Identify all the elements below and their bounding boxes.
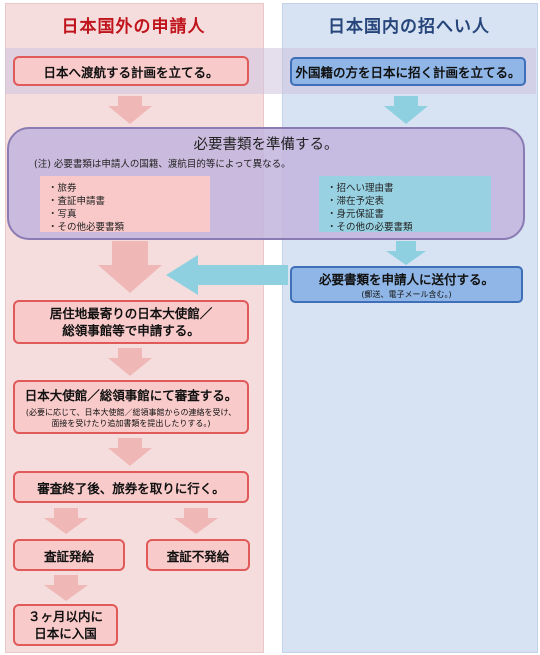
visa-denied-label: 査証不発給 [166, 548, 230, 564]
applicant-plan-box: 日本へ渡航する計画を立てる。 [13, 56, 249, 86]
inviter-plan-box: 外国籍の方を日本に招く計画を立てる。 [290, 57, 526, 86]
list-item: ・査証申請書 [48, 196, 106, 207]
send-documents-box: 必要書類を申請人に送付する。 (郵送、電子メール含む。) [290, 266, 523, 303]
review-box: 日本大使館／総領事館にて審査する。 (必要に応じて、日本大使館／総領事館からの連… [13, 380, 249, 434]
list-item: ・写真 [48, 209, 77, 220]
arrow-inviter-documents-down [386, 241, 426, 265]
arrow-applicant-plan-down [108, 96, 152, 124]
pickup-label: 審査終了後、旅券を取りに行く。 [37, 480, 225, 496]
list-item: ・滞在予定表 [327, 196, 385, 207]
list-item: ・旅券 [48, 183, 77, 194]
list-item: ・身元保証書 [327, 209, 385, 220]
list-item: ・招へい理由書 [327, 183, 394, 194]
arrow-inviter-plan-down [384, 96, 428, 124]
review-label: 日本大使館／総領事館にて審査する。 [24, 388, 238, 403]
apply-line1: 居住地最寄りの日本大使館／ [49, 306, 213, 321]
entry-box: ３ヶ月以内に 日本に入国 [13, 604, 118, 646]
apply-box: 居住地最寄りの日本大使館／ 総領事館等で申請する。 [13, 300, 249, 344]
documents-title: 必要書類を準備する。 [193, 137, 339, 153]
arrow-to-visa-denied [174, 508, 218, 534]
applicant-plan-label: 日本へ渡航する計画を立てる。 [43, 64, 219, 80]
arrow-to-visa-issued [44, 508, 88, 534]
applicant-header: 日本国外の申請人 [61, 17, 206, 37]
arrow-apply-down [108, 348, 152, 376]
arrow-review-down [108, 438, 152, 466]
list-item: ・その他の必要書類 [327, 222, 413, 233]
visa-issued-box: 査証発給 [13, 539, 125, 571]
send-documents-label: 必要書類を申請人に送付する。 [318, 272, 494, 287]
arrow-send-to-applicant [166, 255, 288, 295]
entry-line1: ３ヶ月以内に [27, 609, 103, 624]
visa-issued-label: 査証発給 [43, 548, 94, 564]
pickup-box: 審査終了後、旅券を取りに行く。 [13, 471, 249, 503]
arrow-applicant-documents-down [98, 241, 162, 293]
apply-line2: 総領事館等で申請する。 [62, 323, 200, 338]
review-note-line2: 面接を受けたり追加書類を提出したりする。) [51, 419, 211, 428]
send-documents-note: (郵送、電子メール含む。) [361, 290, 452, 299]
visa-denied-box: 査証不発給 [146, 539, 250, 571]
entry-line2: 日本に入国 [34, 626, 97, 641]
applicant-documents-list: ・旅券 ・査証申請書 ・写真 ・その他必要書類 [40, 176, 210, 233]
list-item: ・その他必要書類 [48, 222, 125, 233]
inviter-plan-label: 外国籍の方を日本に招く計画を立てる。 [295, 65, 521, 80]
arrow-to-entry [44, 575, 88, 601]
review-note-line1: (必要に応じて、日本大使館／総領事館からの連絡を受け、 [25, 408, 237, 417]
documents-note: (注) 必要書類は申請人の国籍、渡航目的等によって異なる。 [34, 159, 291, 170]
inviter-header: 日本国内の招へい人 [328, 17, 490, 37]
inviter-documents-list: ・招へい理由書 ・滞在予定表 ・身元保証書 ・その他の必要書類 [319, 176, 491, 233]
